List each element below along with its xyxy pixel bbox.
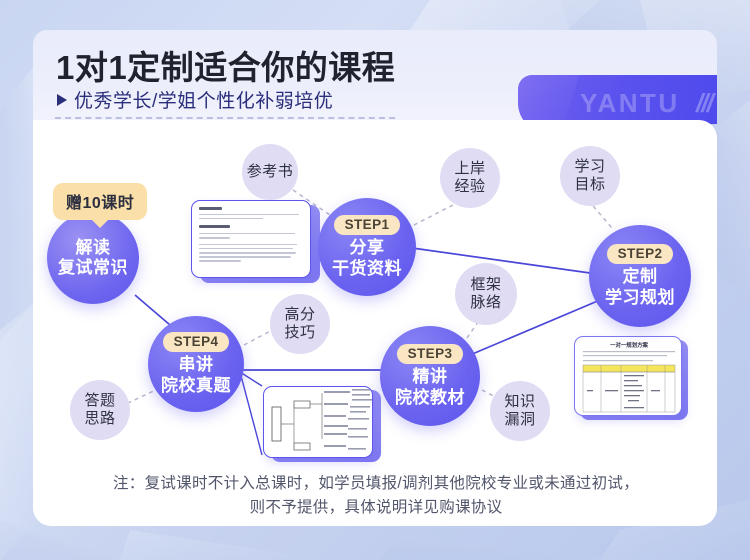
node-step2[interactable]: STEP2 定制 学习规划 [589, 225, 691, 327]
plan-table-thumbnail: 一对一规划方案 [574, 336, 682, 416]
plan-table-thumbnail-graphic: 一对一规划方案 [582, 341, 676, 413]
page-subtitle: 优秀学长/学姐个性化补弱培优 [57, 86, 333, 113]
satellite-knowledge-gap[interactable]: 知识 漏洞 [490, 381, 550, 441]
triangle-right-icon [57, 93, 67, 106]
footer-note-line2: 则不予提供，具体说明详见购课协议 [249, 499, 503, 517]
node-step1[interactable]: STEP1 分享 干货资料 [318, 198, 416, 296]
satellite-label-line2: 技巧 [284, 324, 316, 341]
node-label-line1: 分享 [349, 238, 385, 258]
node-label-line2: 院校教材 [395, 387, 465, 407]
document-thumbnail [191, 200, 311, 278]
satellite-label-line2: 目标 [574, 176, 606, 193]
node-label-line1: 解读 [75, 237, 111, 257]
node-start-interpret-basics[interactable]: 解读 复试常识 [47, 212, 139, 304]
header-card: 1对1定制适合你的课程 优秀学长/学姐个性化补弱培优 YANTU /// [33, 30, 717, 124]
mindmap-thumbnail [263, 386, 373, 458]
satellite-answer-approach[interactable]: 答题 思路 [70, 380, 130, 440]
step3-chip: STEP3 [396, 344, 464, 365]
node-label-line2: 院校真题 [161, 375, 231, 395]
satellite-label-line1: 知识 [504, 392, 536, 410]
satellite-label-line2: 思路 [84, 410, 116, 427]
document-thumbnail-lines [192, 201, 310, 277]
mindmap-thumbnail-graphic [271, 389, 372, 451]
satellite-high-score-skill[interactable]: 高分 技巧 [270, 294, 330, 354]
satellite-label-line1: 上岸 [454, 159, 486, 177]
brand-banner: YANTU /// [518, 75, 717, 124]
satellite-label-line2: 经验 [454, 178, 486, 195]
node-label-line1: 串讲 [178, 355, 214, 375]
brand-name: YANTU [580, 88, 680, 118]
node-label-line1: 精讲 [412, 367, 448, 387]
footer-note-line1: 注：复试课时不计入总课时，如学员填报/调剂其他院校专业或未通过初试， [112, 475, 639, 492]
step1-chip: STEP1 [333, 215, 401, 236]
satellite-label-line1: 答题 [84, 391, 116, 409]
node-label-line1: 定制 [622, 267, 658, 287]
page-subtitle-text: 优秀学长/学姐个性化补弱培优 [74, 91, 334, 112]
node-label-line2: 学习规划 [605, 287, 675, 307]
step2-chip: STEP2 [606, 244, 674, 265]
satellite-reference-book[interactable]: 参考书 [242, 144, 298, 200]
node-step4[interactable]: STEP4 串讲 院校真题 [148, 316, 244, 412]
satellite-label-line1: 框架 [470, 275, 502, 293]
step4-chip: STEP4 [162, 332, 230, 353]
satellite-label-line2: 漏洞 [504, 411, 536, 428]
satellite-label-line1: 学习 [574, 157, 606, 175]
brand-mark-icon: /// [696, 88, 714, 118]
satellite-framework[interactable]: 框架 脉络 [455, 263, 517, 325]
satellite-label-line2: 脉络 [470, 294, 502, 311]
satellite-landing-experience[interactable]: 上岸 经验 [440, 148, 500, 208]
gift-badge-label: 赠10课时 [66, 195, 135, 212]
footer-note: 注：复试课时不计入总课时，如学员填报/调剂其他院校专业或未通过初试， 则不予提供… [56, 472, 696, 520]
satellite-label-line1: 高分 [284, 305, 316, 323]
svg-text:一对一规划方案: 一对一规划方案 [610, 341, 648, 349]
dashed-divider [55, 117, 395, 119]
gift-badge: 赠10课时 [53, 183, 148, 220]
node-label-line2: 复试常识 [58, 258, 128, 277]
node-step3[interactable]: STEP3 精讲 院校教材 [380, 326, 480, 426]
node-label-line2: 干货资料 [332, 258, 402, 278]
satellite-study-goal[interactable]: 学习 目标 [560, 146, 620, 206]
satellite-label-line1: 参考书 [246, 162, 294, 180]
page-title: 1对1定制适合你的课程 [56, 49, 396, 86]
